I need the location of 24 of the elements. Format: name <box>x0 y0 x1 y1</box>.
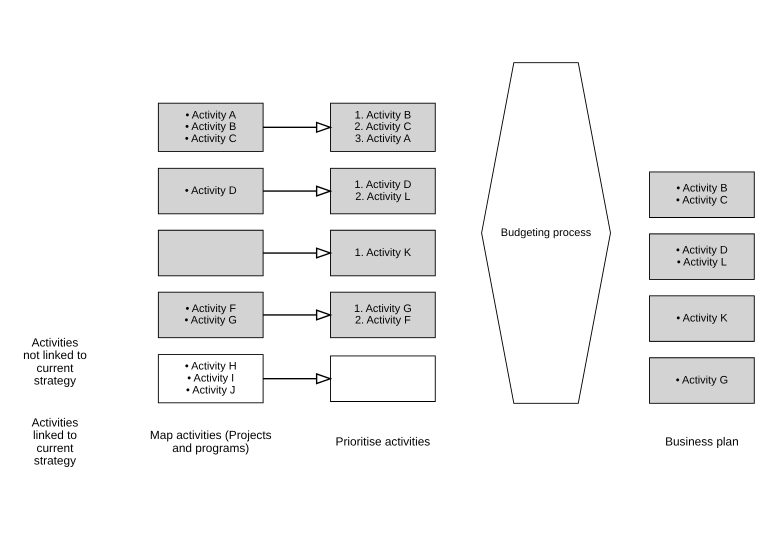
arrow <box>263 184 332 196</box>
node-box: • Activity D • Activity L <box>649 232 755 280</box>
arrow <box>263 121 332 133</box>
label: Activities linked to current strategy <box>32 414 78 468</box>
label: Prioritise activities <box>336 434 430 448</box>
node-box: 1. Activity D 2. Activity L <box>330 167 436 214</box>
node-box: 1. Activity G 2. Activity F <box>330 291 436 338</box>
node-box: • Activity B • Activity C <box>649 171 755 218</box>
label: Activities not linked to current strategy <box>23 334 87 388</box>
node-box: • Activity D <box>158 167 264 214</box>
node-box: • Activity A • Activity B • Activity C <box>158 102 264 152</box>
arrow <box>263 246 332 258</box>
label: Business plan <box>665 434 739 448</box>
label: Map activities (Projects and programs) <box>150 428 272 454</box>
node-box: • Activity G <box>649 356 755 404</box>
node-box: 1. Activity K <box>330 229 436 276</box>
node-box: • Activity H • Activity I • Activity J <box>158 354 264 403</box>
node-box <box>330 355 436 402</box>
arrow <box>263 372 332 384</box>
arrow <box>263 308 332 320</box>
node-box <box>158 229 264 276</box>
node-box: • Activity K <box>649 294 755 342</box>
node-box: 1. Activity B 2. Activity C 3. Activity A <box>330 102 436 152</box>
node-box: • Activity F • Activity G <box>158 291 264 338</box>
